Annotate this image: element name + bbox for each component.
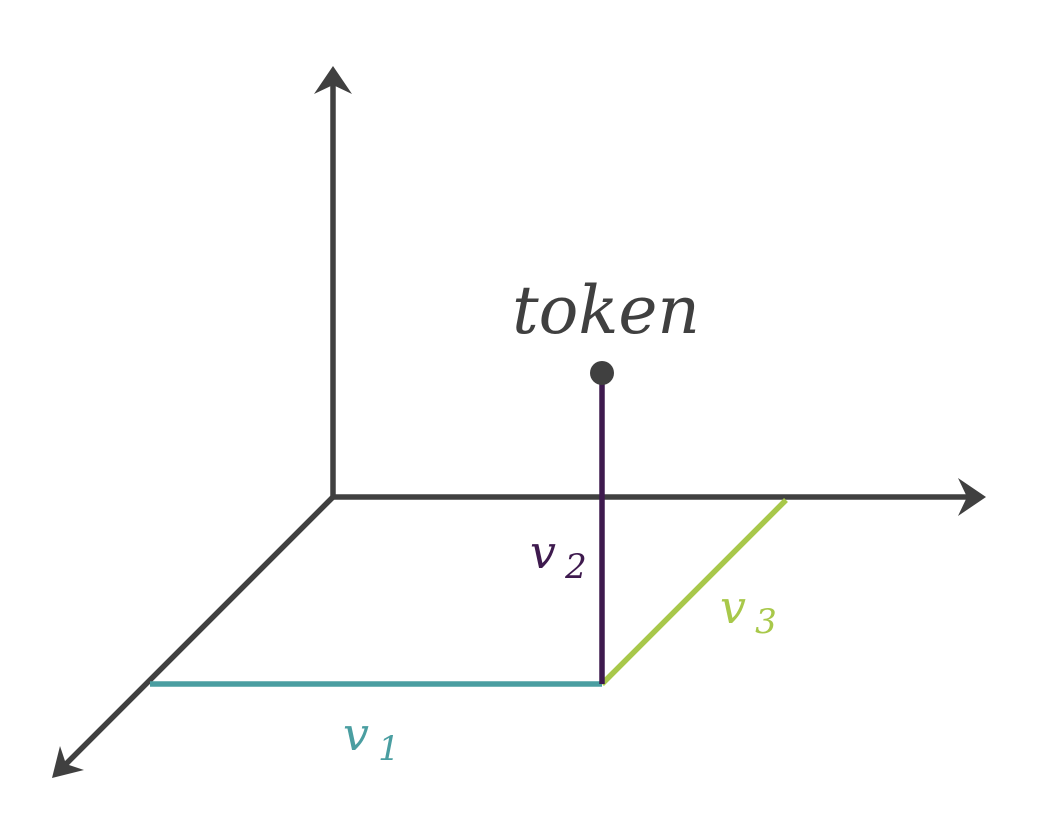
v3-letter: v xyxy=(720,580,746,634)
v3-subscript: 3 xyxy=(755,602,777,642)
v2-label: v 2 xyxy=(530,525,587,587)
token-point xyxy=(590,361,614,385)
v2-subscript: 2 xyxy=(564,547,587,587)
z-axis xyxy=(63,494,336,767)
token-label: token xyxy=(512,272,700,349)
v3-label: v 3 xyxy=(720,580,777,642)
v2-letter: v xyxy=(530,525,556,579)
z-axis-arrowhead xyxy=(52,746,84,778)
x-axis-arrowhead xyxy=(958,478,986,516)
y-axis-arrowhead xyxy=(314,66,352,94)
v1-letter: v xyxy=(343,707,369,761)
v3-segment xyxy=(600,498,788,686)
v1-label: v 1 xyxy=(343,707,400,769)
v1-subscript: 1 xyxy=(378,729,400,769)
